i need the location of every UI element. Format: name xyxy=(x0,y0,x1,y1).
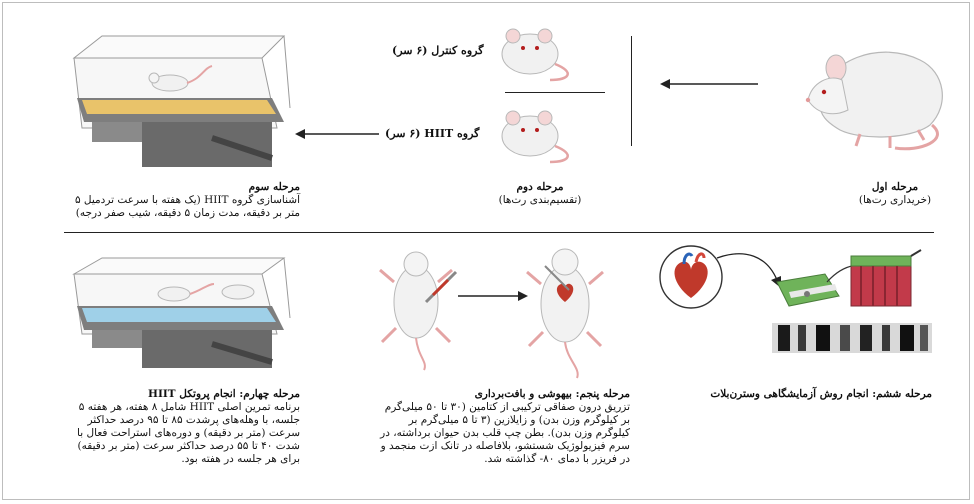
electrophoresis-device xyxy=(775,252,935,312)
stage1-title: مرحله اول xyxy=(850,181,940,194)
rat-illustration-hiit xyxy=(495,104,575,164)
stage5-text: تزریق درون صفاقی ترکیبی از کتامین (۳۰ تا… xyxy=(380,401,630,466)
rat-illustration-stage1 xyxy=(800,30,960,160)
hiit-group-label: گروه HIIT (۶ سر) xyxy=(385,127,479,140)
rat-illustration-control xyxy=(495,22,575,82)
stage6-title: مرحله ششم: انجام روش آزمایشگاهی وسترن‌بل… xyxy=(660,388,932,401)
stage3-title: مرحله سوم xyxy=(220,181,300,194)
dissection-rat-illustration xyxy=(525,240,610,380)
group-divider-horizontal xyxy=(505,92,605,93)
stage3-text: آشناسازی گروه HIIT (یک هفته با سرعت تردم… xyxy=(60,194,300,220)
arrow-stage2-to-stage3 xyxy=(295,128,380,140)
western-blot-bands xyxy=(772,323,932,353)
stage2-title: مرحله دوم xyxy=(490,181,590,194)
group-divider-vertical xyxy=(631,36,632,146)
stage1-subtitle: (خریداری رت‌ها) xyxy=(840,194,950,207)
stage4-title: مرحله چهارم: انجام پروتکل HIIT xyxy=(60,388,300,401)
stage4-text: برنامه تمرین اصلی HIIT شامل ۸ هفته، هر ه… xyxy=(60,401,300,466)
arrow-injection-to-dissection xyxy=(458,290,528,302)
injection-rat-illustration xyxy=(378,242,458,372)
arrow-stage1-to-stage2 xyxy=(660,78,760,90)
treadmill-illustration-stage3 xyxy=(62,28,292,178)
control-group-label: گروه کنترل (۶ سر) xyxy=(392,44,483,57)
treadmill-illustration-stage4 xyxy=(62,254,292,374)
stage5-title: مرحله پنجم: بیهوشی و بافت‌برداری xyxy=(380,388,630,401)
row-separator xyxy=(64,232,934,233)
stage2-subtitle: (تقسیم‌بندی رت‌ها) xyxy=(480,194,600,207)
